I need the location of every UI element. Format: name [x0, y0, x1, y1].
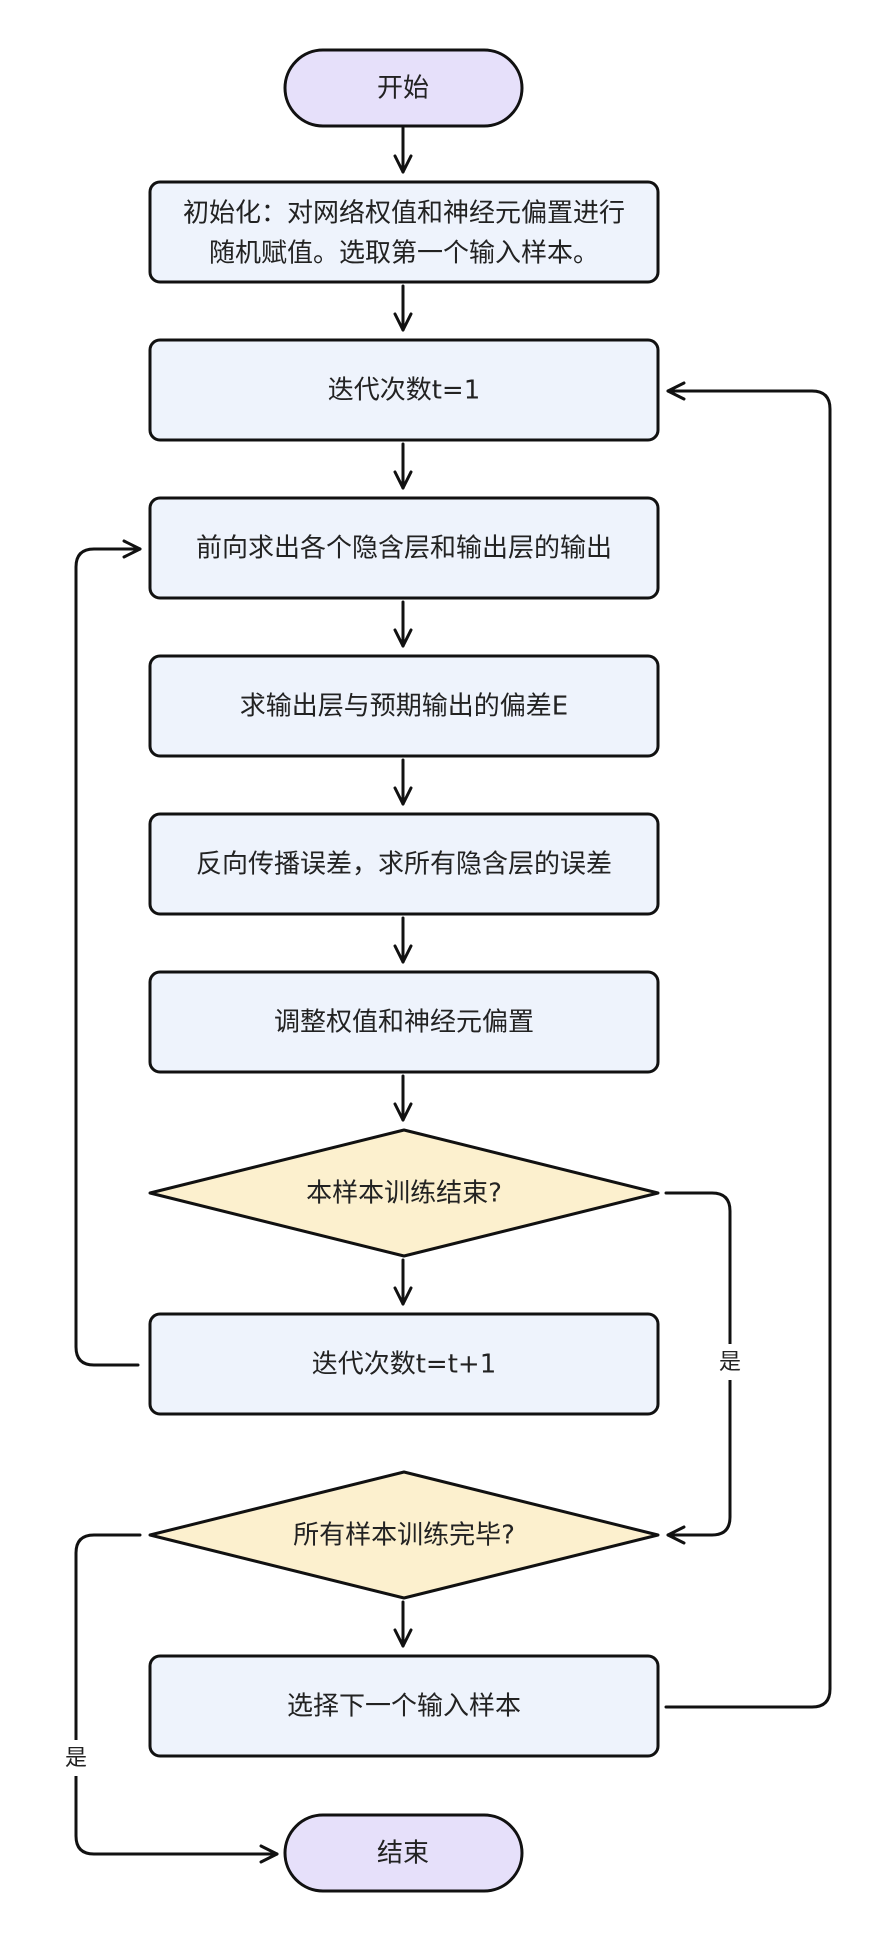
all-done-shape	[148, 1470, 660, 1600]
iter-init-label: 迭代次数t=1	[328, 376, 481, 406]
start-shape	[283, 48, 524, 128]
adjust-node: 调整权值和神经元偏置	[148, 970, 660, 1074]
sample-done-node: 本样本训练结束?	[148, 1128, 660, 1258]
error-node: 求输出层与预期输出的偏差E	[148, 654, 660, 758]
next-sample-shape	[148, 1654, 660, 1758]
forward-shape	[148, 496, 660, 600]
iter-inc-shape	[148, 1312, 660, 1416]
forward-node: 前向求出各个隐含层和输出层的输出	[148, 496, 660, 600]
iter-inc-node: 迭代次数t=t+1	[148, 1312, 660, 1416]
start-node: 开始	[283, 48, 524, 128]
init-label-line1: 初始化：对网络权值和神经元偏置进行	[183, 199, 625, 229]
next-sample-node: 选择下一个输入样本	[148, 1654, 660, 1758]
sample-done-yes-label: 是	[719, 1350, 741, 1375]
end-node: 结束	[283, 1813, 524, 1893]
all-done-yes-label: 是	[65, 1746, 87, 1771]
init-label-line2: 随机赋值。选取第一个输入样本。	[209, 239, 599, 269]
adjust-shape	[148, 970, 660, 1074]
end-shape	[283, 1813, 524, 1893]
edge-iter-inc-to-forward	[74, 539, 142, 1367]
all-done-label: 所有样本训练完毕?	[293, 1521, 515, 1551]
edge-all-done-yes	[74, 1533, 279, 1864]
edge-next-sample-to-iter-init	[664, 381, 832, 1709]
end-label: 结束	[377, 1839, 429, 1869]
iter-inc-label: 迭代次数t=t+1	[312, 1350, 497, 1380]
init-node: 初始化：对网络权值和神经元偏置进行 随机赋值。选取第一个输入样本。	[148, 180, 660, 284]
start-label: 开始	[377, 74, 429, 104]
iter-init-node: 迭代次数t=1	[148, 338, 660, 442]
init-shape	[148, 180, 660, 284]
sample-done-yes-label-bg	[716, 1344, 744, 1380]
forward-label: 前向求出各个隐含层和输出层的输出	[196, 534, 612, 564]
backprop-node: 反向传播误差，求所有隐含层的误差	[148, 812, 660, 916]
backprop-shape	[148, 812, 660, 916]
all-done-yes-label-bg	[62, 1740, 90, 1776]
error-shape	[148, 654, 660, 758]
error-label: 求输出层与预期输出的偏差E	[240, 692, 568, 722]
sample-done-shape	[148, 1128, 660, 1258]
all-done-node: 所有样本训练完毕?	[148, 1470, 660, 1600]
next-sample-label: 选择下一个输入样本	[287, 1692, 521, 1722]
iter-init-shape	[148, 338, 660, 442]
backprop-label: 反向传播误差，求所有隐含层的误差	[196, 850, 612, 880]
adjust-label: 调整权值和神经元偏置	[274, 1008, 534, 1038]
sample-done-label: 本样本训练结束?	[306, 1179, 502, 1209]
